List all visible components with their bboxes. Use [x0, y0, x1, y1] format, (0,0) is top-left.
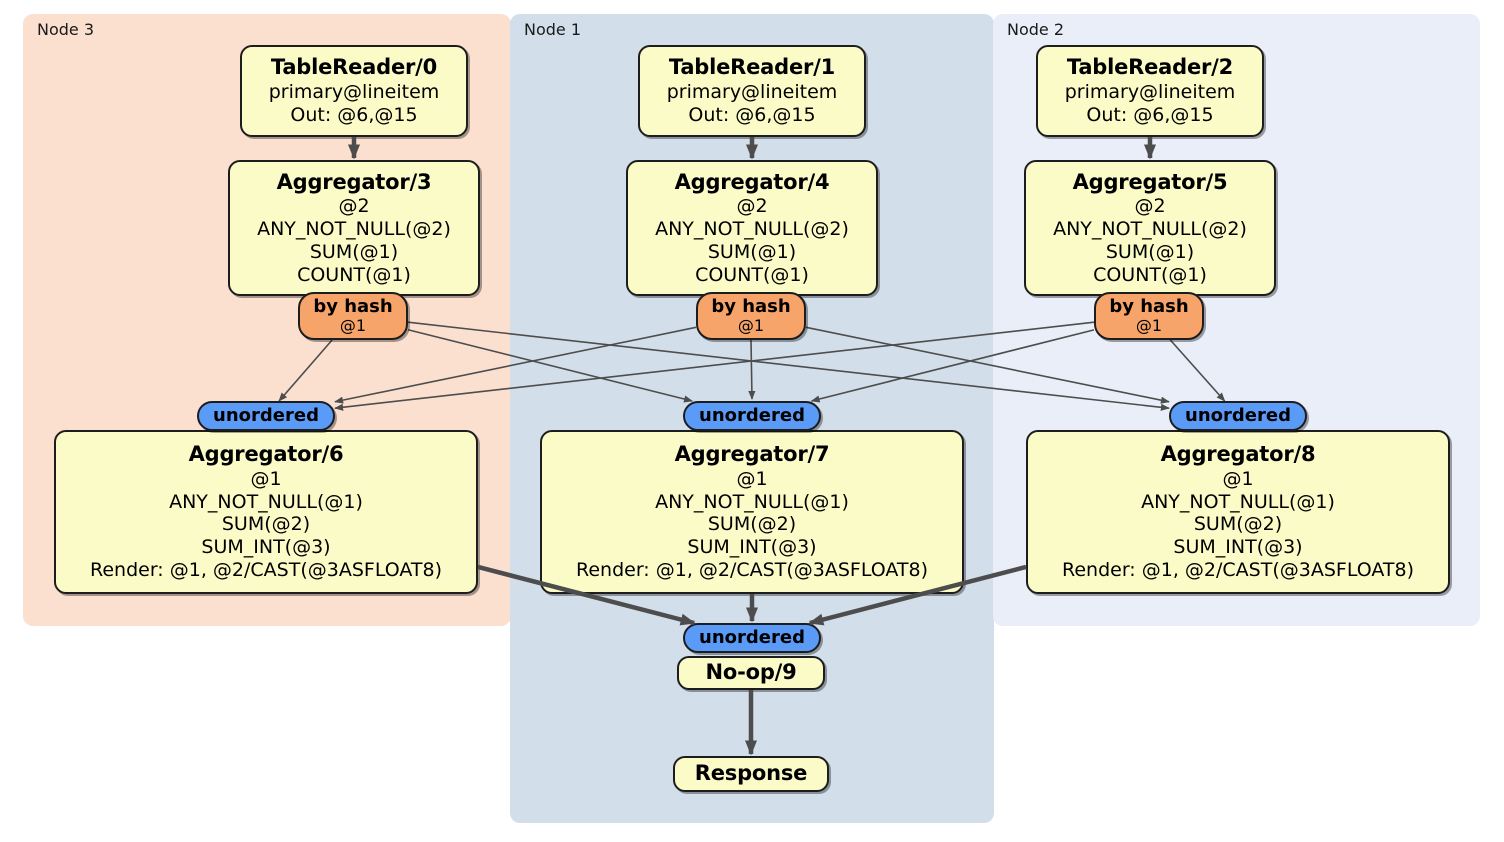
processor-detail-line: @1 — [250, 467, 282, 490]
router-subtitle: @1 — [1135, 316, 1163, 336]
router-byhash3[interactable]: by hash@1 — [298, 292, 408, 340]
processor-response[interactable]: Response — [673, 756, 829, 792]
router-unordered7[interactable]: unordered — [683, 401, 821, 431]
router-title: unordered — [699, 627, 805, 649]
processor-title: Aggregator/4 — [674, 169, 830, 194]
processor-title: Aggregator/6 — [188, 442, 344, 467]
router-title: by hash — [1109, 296, 1189, 318]
processor-detail-line: primary@lineitem — [1064, 81, 1236, 103]
processor-detail-line: Out: @6,@15 — [290, 103, 418, 126]
processor-detail-line: SUM(@2) — [221, 513, 311, 536]
processor-detail-line: @2 — [736, 195, 768, 218]
processor-detail-line: SUM_INT(@3) — [1173, 536, 1303, 559]
processor-title: Aggregator/5 — [1072, 169, 1228, 194]
router-unordered8[interactable]: unordered — [1169, 401, 1307, 431]
processor-detail-line: ANY_NOT_NULL(@1) — [1141, 490, 1335, 513]
processor-noop9[interactable]: No-op/9 — [677, 656, 825, 690]
router-subtitle: @1 — [737, 316, 765, 336]
processor-detail-line: @1 — [1222, 467, 1254, 490]
processor-detail-line: SUM(@2) — [707, 513, 797, 536]
router-title: by hash — [711, 296, 791, 318]
processor-detail-line: SUM(@1) — [707, 240, 797, 263]
processor-detail-line: primary@lineitem — [666, 81, 838, 103]
router-subtitle: @1 — [339, 316, 367, 336]
router-title: unordered — [213, 405, 319, 427]
processor-detail-line: COUNT(@1) — [695, 263, 809, 286]
processor-title: TableReader/1 — [668, 55, 836, 80]
router-title: by hash — [313, 296, 393, 318]
router-byhash4[interactable]: by hash@1 — [696, 292, 806, 340]
processor-detail-line: ANY_NOT_NULL(@2) — [257, 218, 451, 240]
processor-detail-line: COUNT(@1) — [297, 263, 411, 286]
processor-detail-line: primary@lineitem — [268, 81, 440, 103]
processor-detail-line: Out: @6,@15 — [1086, 103, 1214, 126]
router-byhash5[interactable]: by hash@1 — [1094, 292, 1204, 340]
processor-title: TableReader/2 — [1066, 55, 1234, 80]
processor-detail-line: ANY_NOT_NULL(@1) — [655, 490, 849, 513]
router-unordered6[interactable]: unordered — [197, 401, 335, 431]
processor-detail-line: SUM(@1) — [309, 240, 399, 263]
processor-detail-line: SUM(@2) — [1193, 513, 1283, 536]
processor-detail-line: @2 — [1134, 195, 1166, 218]
processor-detail-line: Out: @6,@15 — [688, 103, 816, 126]
processor-title: No-op/9 — [705, 660, 797, 685]
processor-detail-line: @2 — [338, 195, 370, 218]
processor-detail-line: @1 — [736, 467, 768, 490]
processor-title: Aggregator/3 — [276, 169, 432, 194]
router-unordered9[interactable]: unordered — [683, 623, 821, 653]
processor-detail-line: Render: @1, @2/CAST(@3ASFLOAT8) — [90, 559, 442, 581]
router-title: unordered — [699, 405, 805, 427]
node-region-label: Node 1 — [524, 20, 582, 39]
processor-detail-line: Render: @1, @2/CAST(@3ASFLOAT8) — [576, 559, 928, 581]
processor-title: TableReader/0 — [270, 55, 438, 80]
node-region-label: Node 3 — [37, 20, 95, 39]
processor-detail-line: ANY_NOT_NULL(@2) — [1053, 218, 1247, 240]
processor-title: Aggregator/8 — [1160, 442, 1316, 467]
processor-detail-line: ANY_NOT_NULL(@1) — [169, 490, 363, 513]
processor-detail-line: SUM_INT(@3) — [201, 536, 331, 559]
processor-detail-line: COUNT(@1) — [1093, 263, 1207, 286]
processor-title: Aggregator/7 — [674, 442, 830, 467]
processor-detail-line: ANY_NOT_NULL(@2) — [655, 218, 849, 240]
processor-detail-line: Render: @1, @2/CAST(@3ASFLOAT8) — [1062, 559, 1414, 581]
processor-detail-line: SUM_INT(@3) — [687, 536, 817, 559]
router-title: unordered — [1185, 405, 1291, 427]
processor-title: Response — [694, 761, 808, 786]
processor-detail-line: SUM(@1) — [1105, 240, 1195, 263]
node-region-label: Node 2 — [1007, 20, 1065, 39]
